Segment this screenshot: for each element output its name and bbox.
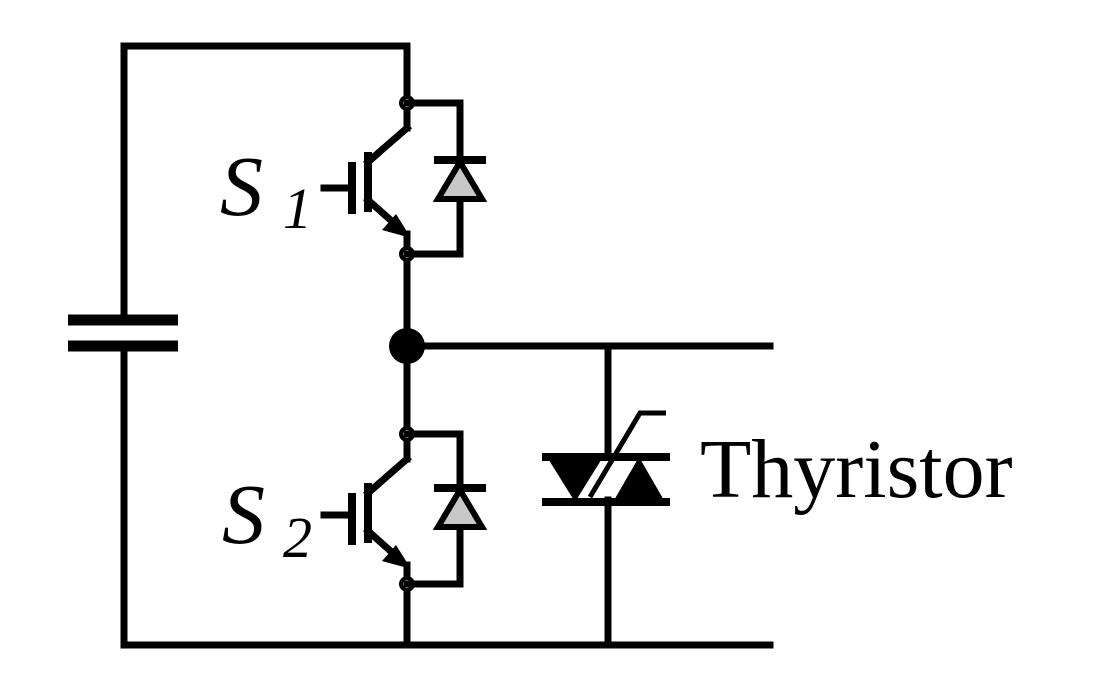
s1-collector-diag — [363, 123, 412, 167]
wire-bottom-left — [120, 345, 411, 649]
s1-diode — [432, 156, 488, 202]
thyristor-triangle-left — [547, 457, 603, 502]
thyristor-label: Thyristor — [700, 423, 1013, 516]
s2-emitter-arrow — [382, 545, 411, 569]
s2-label-index: 2 — [283, 505, 312, 570]
switch-s1 — [320, 95, 488, 262]
s1-label-symbol: S — [220, 138, 263, 234]
s1-emitter-arrow — [382, 214, 411, 238]
thyristor-triangle-right — [613, 457, 665, 502]
s1-emitter-diag — [363, 195, 400, 229]
midpoint-node — [389, 328, 425, 364]
s2-label-symbol: S — [222, 466, 265, 562]
thyristor-gate — [587, 410, 666, 499]
wire-top-left — [120, 42, 411, 322]
s2-collector-diag — [363, 454, 412, 498]
s1-label-index: 1 — [283, 176, 312, 241]
s2-diode — [432, 484, 488, 530]
switch-s2 — [320, 426, 488, 592]
thyristor — [542, 342, 670, 649]
s2-emitter-diag — [363, 526, 400, 560]
